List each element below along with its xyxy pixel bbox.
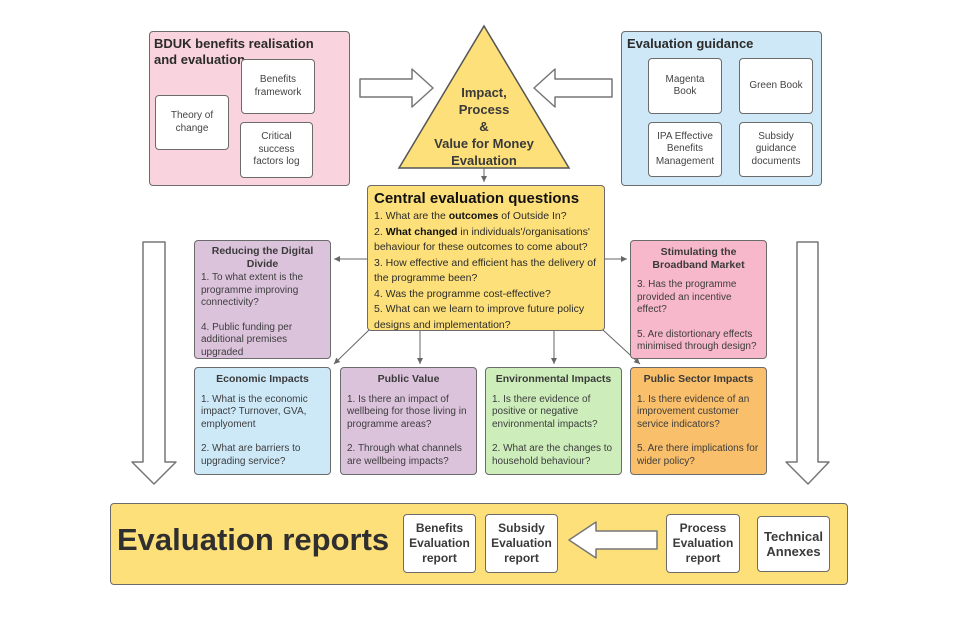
technical-annexes-box: Technical Annexes (757, 516, 830, 572)
environmental-impacts-box: Environmental Impacts 1. Is there eviden… (485, 367, 622, 475)
spacer (637, 317, 760, 329)
spacer (201, 310, 324, 322)
theme-question: 1. Is there evidence of an improvement c… (637, 393, 750, 430)
theme-question: 5. Are distortionary effects minimised t… (637, 328, 757, 353)
q-text: 2. (374, 225, 386, 238)
triangle-line: Evaluation (451, 153, 517, 168)
benefits-framework-box: Benefits framework (241, 59, 315, 114)
triangle-label: Impact, Process & Value for Money Evalua… (424, 84, 544, 169)
process-evaluation-report-box: Process Evaluation report (666, 514, 740, 573)
theme-question: 1. Is there an impact of wellbeing for t… (347, 393, 467, 430)
theme-question: 2. Through what channels are wellbeing i… (347, 443, 462, 467)
central-question-3: 3. How effective and efficient has the d… (374, 256, 596, 285)
central-question-2: 2. What changed in individuals'/organisa… (374, 225, 598, 256)
digital-divide-box: Reducing the Digital Divide 1. To what e… (194, 240, 331, 359)
spacer (347, 431, 470, 443)
ipa-effective-benefits-box: IPA Effective Benefits Management (648, 122, 722, 177)
theme-question: 3. Has the programme provided an incenti… (637, 279, 737, 315)
q-text: 1. What are the (374, 210, 449, 222)
connector-central-to-economic (333, 329, 370, 365)
spacer (492, 431, 615, 443)
arrow-right-icon (359, 68, 434, 108)
public-value-box: Public Value 1. Is there an impact of we… (340, 367, 477, 475)
theme-title: Stimulating the Broadband Market (652, 246, 745, 271)
theme-question: 2. What are barriers to upgrading servic… (201, 443, 301, 467)
benefits-evaluation-report-box: Benefits Evaluation report (403, 514, 476, 573)
theme-question: 2. What are the changes to household beh… (492, 443, 613, 467)
theme-title: Public Sector Impacts (643, 373, 754, 385)
theme-title: Economic Impacts (216, 373, 309, 385)
green-book-box: Green Book (739, 58, 813, 114)
central-title: Central evaluation questions (374, 190, 580, 207)
evaluation-reports-title: Evaluation reports (117, 522, 390, 557)
theme-title: Reducing the Digital Divide (211, 245, 314, 270)
subsidy-guidance-box: Subsidy guidance documents (739, 122, 813, 177)
arrow-left-icon (533, 68, 613, 108)
q-text: of Outside In? (498, 210, 567, 222)
bduk-group-title: BDUK benefits realisation and evaluation (154, 36, 314, 67)
arrow-down-right-icon (785, 241, 830, 485)
broadband-market-box: Stimulating the Broadband Market 3. Has … (630, 240, 767, 359)
central-question-4: 4. Was the programme cost-effective? (374, 287, 551, 300)
theme-question: 1. To what extent is the programme impro… (201, 272, 304, 308)
q-emphasis: What changed (385, 225, 458, 238)
theme-question: 1. What is the economic impact? Turnover… (201, 393, 308, 430)
triangle-line: & (479, 119, 489, 134)
theory-of-change-box: Theory of change (155, 95, 229, 150)
theme-title: Public Value (377, 373, 440, 385)
central-question-1: 1. What are the outcomes of Outside In? (374, 209, 598, 225)
guidance-group-title: Evaluation guidance (627, 36, 754, 51)
theme-title: Environmental Impacts (495, 373, 612, 385)
central-question-5: 5. What can we learn to improve future p… (374, 303, 585, 331)
magenta-book-box: Magenta Book (648, 58, 722, 114)
triangle-line: Impact, (461, 85, 507, 100)
triangle-line: Process (458, 102, 510, 117)
public-sector-impacts-box: Public Sector Impacts 1. Is there eviden… (630, 367, 767, 475)
subsidy-evaluation-report-box: Subsidy Evaluation report (485, 514, 558, 573)
triangle-line: Value for Money (434, 136, 534, 151)
q-text: in individuals'/organisations' behaviour… (374, 225, 590, 254)
theme-question: 5. Are there implications for wider poli… (637, 443, 759, 467)
arrow-down-left-icon (131, 241, 177, 485)
theme-question: 4. Public funding per additional premise… (201, 321, 293, 358)
economic-impacts-box: Economic Impacts 1. What is the economic… (194, 367, 331, 475)
spacer (637, 431, 760, 443)
spacer (201, 431, 324, 443)
q-emphasis: outcomes (448, 210, 499, 222)
theme-question: 1. Is there evidence of positive or nega… (492, 393, 598, 430)
critical-success-factors-box: Critical success factors log (240, 122, 313, 178)
central-evaluation-questions: Central evaluation questions 1. What are… (367, 185, 605, 331)
